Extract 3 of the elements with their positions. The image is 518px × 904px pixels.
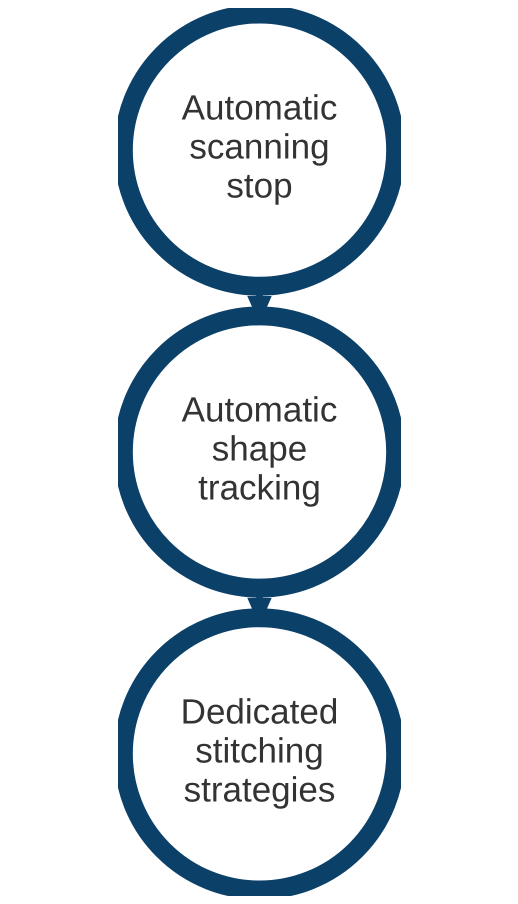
node-circle: Automatic scanning stop xyxy=(118,8,400,296)
node-circle: Dedicated stitching strategies xyxy=(118,608,400,896)
node-circle: Automatic shape tracking xyxy=(118,306,400,598)
